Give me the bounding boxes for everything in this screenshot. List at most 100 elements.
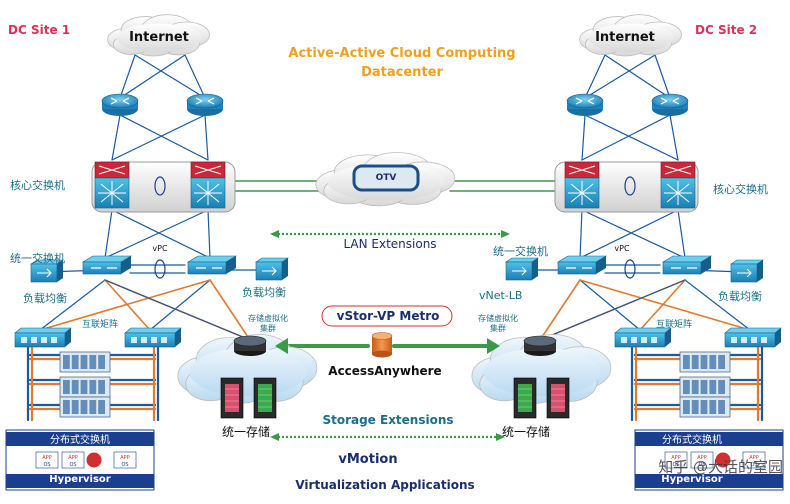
router-core-link — [584, 114, 679, 161]
internet-router-link — [584, 54, 656, 99]
vpc-ring — [154, 176, 166, 196]
vmotion-label: vMotion — [338, 452, 397, 467]
server-blade — [80, 355, 88, 369]
load-balancer — [30, 259, 64, 283]
site2-vpc-label: vPC — [614, 244, 630, 253]
server-blade — [71, 400, 79, 414]
vm-os-label: OS — [698, 462, 705, 468]
server-blade — [98, 380, 105, 394]
storage-controller — [523, 335, 557, 356]
vstor-arrow-right — [487, 338, 500, 354]
core-switch — [94, 161, 130, 209]
server-blade — [709, 380, 717, 394]
site1-hypervisor-label: Hypervisor — [49, 474, 111, 485]
router — [101, 93, 139, 116]
core-unified-link — [579, 209, 583, 259]
router-core-link — [119, 114, 209, 161]
vm-os-label: OS — [750, 462, 757, 468]
site2-load-balance-label: 负载均衡 — [718, 289, 762, 303]
server-blade — [80, 400, 88, 414]
server-blade — [89, 355, 97, 369]
unified-storage-link — [539, 279, 686, 341]
unified-switch — [556, 255, 608, 275]
fabric-port — [151, 337, 157, 343]
vm-logo — [85, 451, 103, 469]
access-anywhere-label: AccessAnywhere — [328, 364, 441, 378]
unified-fabric-link — [39, 279, 106, 331]
controller-top — [233, 335, 267, 347]
lb-arrow — [737, 268, 752, 278]
server-blade — [80, 380, 88, 394]
router-arrows — [660, 97, 680, 105]
site2-storage-virt-label-2: 集群 — [490, 323, 506, 333]
site2-distributed-switch-label: 分布式交换机 — [662, 433, 722, 446]
internet-router-link — [134, 54, 206, 99]
fabric-interconnect — [614, 327, 672, 348]
virtualization-apps-label: Virtualization Applications — [295, 478, 474, 492]
server-blade — [89, 400, 97, 414]
diagram-title-line2: Datacenter — [361, 65, 443, 80]
vm-os-label: OS — [43, 462, 50, 468]
fabric-port — [141, 337, 147, 343]
switch-side — [701, 256, 711, 274]
fabric-interconnect — [14, 327, 72, 348]
cloud-core — [189, 348, 307, 396]
cylinder-top — [371, 332, 393, 340]
core-unified-link — [207, 209, 211, 259]
fabric-port — [21, 337, 27, 343]
internet-router-link — [184, 54, 206, 99]
watermark: 知乎 @大话的室园 — [658, 458, 783, 476]
vm-tile — [113, 451, 137, 469]
storage-panel — [258, 384, 272, 412]
server-blade — [691, 400, 699, 414]
vm-app-label: APP — [671, 455, 680, 461]
site1-core-switch-label: 核心交换机 — [10, 178, 65, 192]
vpc-ring — [154, 259, 166, 279]
unified-switch — [186, 255, 238, 275]
site2-storage-virt-label-1: 存储虚拟化 — [478, 313, 518, 323]
unified-storage-link — [104, 279, 251, 341]
fabric-side — [665, 328, 671, 347]
fabric-interconnect — [124, 327, 182, 348]
cloud-core — [483, 348, 601, 396]
router-core-link — [669, 114, 679, 161]
cloud-core — [116, 23, 202, 53]
server-blade — [718, 380, 725, 394]
core-switch — [660, 161, 696, 209]
router-top — [101, 93, 139, 109]
site1-storage-virt-label-2: 集群 — [260, 323, 276, 333]
storage-panel — [225, 384, 239, 412]
vm-app-label: APP — [749, 455, 758, 461]
arrow-head-left — [270, 230, 279, 238]
internet-router-link — [654, 54, 671, 99]
router-core-link — [204, 114, 209, 161]
vm-app-label: APP — [68, 455, 77, 461]
server-blade — [718, 355, 725, 369]
fabric-port — [31, 337, 37, 343]
server-chassis — [59, 376, 111, 398]
core-switch-arrows — [568, 181, 596, 205]
vm-tile — [690, 451, 714, 469]
server-blade — [98, 400, 105, 414]
server-chassis — [679, 351, 731, 373]
site2-core-switch-label: 核心交换机 — [713, 182, 768, 196]
site2-unified-switch-label: 统一交换机 — [493, 244, 548, 258]
vm-os-label: OS — [672, 462, 679, 468]
unified-storage-link — [209, 279, 251, 341]
site2-internet-label: Internet — [595, 30, 655, 45]
router-arrows — [195, 97, 215, 105]
fabric-port — [741, 337, 747, 343]
server-blade — [691, 380, 699, 394]
server-blade — [700, 355, 708, 369]
server-blade — [683, 400, 690, 414]
unified-switch — [81, 255, 133, 275]
switch-side — [226, 256, 236, 274]
arrow-head-right — [501, 230, 510, 238]
arrow-head-right — [496, 433, 505, 441]
